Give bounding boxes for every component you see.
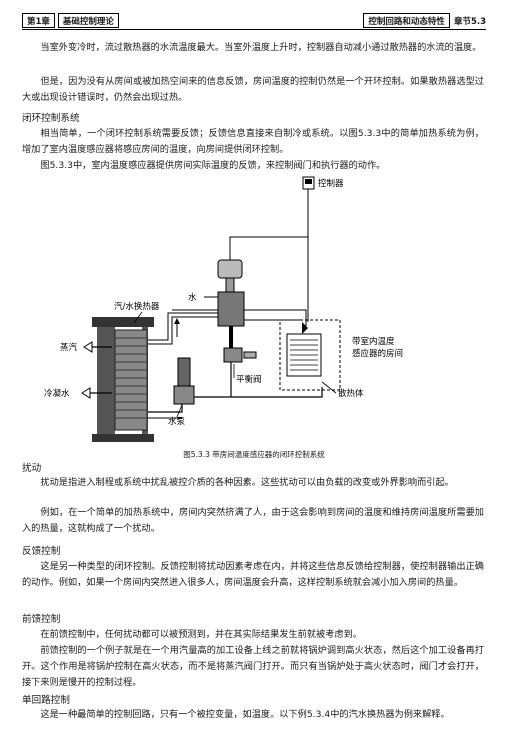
section-number: 章节5.3 <box>453 16 486 27</box>
water-label: 水 <box>188 292 197 303</box>
balance-valve-label: 平衡阀 <box>236 374 262 385</box>
paragraph-3: 相当简单，一个闭环控制系统需要反馈；反馈信息直接来自制冷或系统。以图5.3.3中… <box>22 128 484 155</box>
paragraph-2: 但是，因为没有从房间或被加热空间来的信息反馈，房间温度的控制仍然是一个开环控制。… <box>22 76 484 103</box>
pump-motor <box>177 357 191 387</box>
radiator-leader <box>321 381 337 394</box>
hx-plate-pack <box>114 329 148 431</box>
heading-closed-loop: 闭环控制系统 <box>22 113 80 124</box>
supply-pipe-inner <box>148 313 218 344</box>
room-sensor <box>302 322 308 334</box>
control-valve-body <box>217 291 245 327</box>
heading-disturbance: 扰动 <box>22 463 42 474</box>
hx-bottom-bar <box>92 434 154 442</box>
radiator-label: 散热体 <box>338 388 364 399</box>
chapter-title: 基础控制理论 <box>57 13 119 28</box>
running-header-left: 第1章 基础控制理论 <box>22 13 122 28</box>
hx-leader <box>133 311 143 324</box>
closed-loop-diagram: 控制器 汽/水换热器 蒸汽 冷凝水 水 <box>44 176 403 442</box>
steam-arrow <box>83 341 93 353</box>
controller-label: 控制器 <box>318 178 344 189</box>
room-label-line2: 感应器的房间 <box>352 348 403 359</box>
pump-body <box>173 385 195 405</box>
header-rule <box>22 29 486 30</box>
section-title: 控制回路和动态特性 <box>363 13 450 28</box>
condensate-label: 冷凝水 <box>44 388 70 399</box>
hx-label: 汽/水换热器 <box>114 301 160 312</box>
valve-stem <box>225 277 235 293</box>
running-header-right: 控制回路和动态特性 章节5.3 <box>363 13 486 28</box>
heading-feedforward: 前馈控制 <box>22 614 61 625</box>
supply-pipe-bend <box>300 309 307 326</box>
room-outline <box>279 319 341 391</box>
paragraph-9: 前馈控制的一个例子就是在一个用汽量高的加工设备上线之前就将锅炉调到高火状态，然后… <box>22 645 484 688</box>
paragraph-6: 例如，在一个简单的加热系统中，房间内突然挤满了人，由于这会影响到房间的温度和维持… <box>22 507 484 534</box>
pump-leader <box>176 404 183 418</box>
valve-actuator <box>217 259 243 279</box>
flow-arrow-up-head <box>174 318 180 324</box>
condensate-arrow <box>81 387 91 399</box>
supply-pipe-outer <box>148 312 218 345</box>
paragraph-10: 这是一种最简单的控制回路，只有一个被控变量，如温度。以下例5.3.4中的汽水换热… <box>40 709 450 720</box>
figure-caption: 图5.3.3 带房间温度感应器的闭环控制系统 <box>183 450 325 459</box>
paragraph-7: 这是另一种类型的闭环控制。反馈控制将扰动因素考虑在内，并将这些信息反馈给控制器，… <box>22 561 484 588</box>
hx-top-bar <box>92 317 154 327</box>
paragraph-1: 当室外变冷时，流过散热器的水流温度最大。当室外温度上升时，控制器自动减小通过散热… <box>40 42 482 53</box>
balance-valve-body <box>223 347 243 363</box>
pump-label: 水泵 <box>168 416 186 427</box>
hx-plates <box>115 337 147 419</box>
radiator-fins <box>290 339 318 371</box>
controller-display <box>305 179 312 184</box>
hx-frame-post <box>97 322 115 440</box>
heading-feedback: 反馈控制 <box>22 546 61 557</box>
paragraph-8: 在前馈控制中，任何扰动都可以被预测到，并在其实际结果发生前就被考虑到。 <box>40 629 362 640</box>
paragraph-4: 图5.3.3中，室内温度感应器提供房间实际温度的反馈，来控制阀门和执行器的动作。 <box>40 160 386 171</box>
heading-single-loop: 单回路控制 <box>22 695 70 706</box>
chapter-number: 第1章 <box>22 13 55 28</box>
paragraph-5: 扰动是指进入制程或系统中扰乱被控介质的各种因素。这些扰动可以由负载的改变或外界影… <box>40 477 454 488</box>
balance-valve-handle <box>243 351 257 359</box>
steam-label: 蒸汽 <box>60 342 78 353</box>
signal-line-actuator <box>229 189 309 260</box>
room-label-line1: 带室内温度 <box>352 336 395 347</box>
